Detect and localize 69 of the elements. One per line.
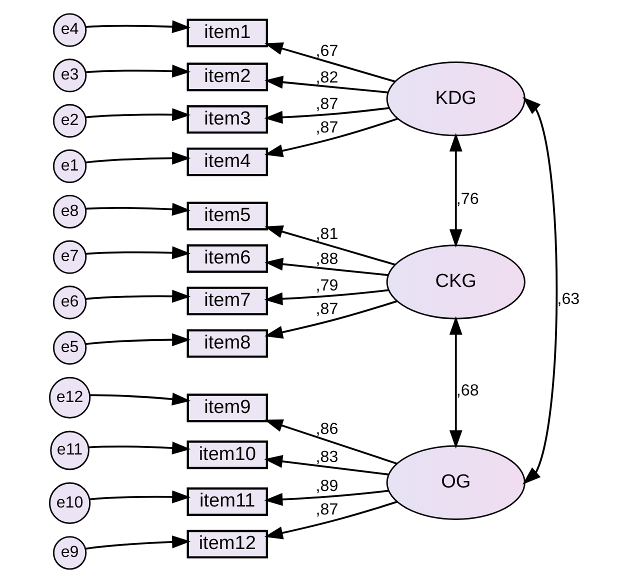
edge-label: ,87 bbox=[316, 94, 338, 113]
node-box: item11 bbox=[186, 487, 268, 516]
arrow bbox=[264, 76, 388, 94]
edge-label: ,63 bbox=[557, 290, 580, 308]
edge-label: ,86 bbox=[316, 420, 338, 438]
edge-label: ,87 bbox=[316, 500, 338, 519]
arrow bbox=[86, 20, 191, 34]
arrow bbox=[264, 289, 389, 306]
node-box: item10 bbox=[186, 440, 268, 470]
arrow bbox=[86, 152, 191, 165]
node-circle: e1 bbox=[52, 149, 87, 184]
arrow bbox=[90, 392, 191, 406]
arrow bbox=[449, 133, 462, 248]
node-box: item5 bbox=[186, 202, 268, 230]
arrow bbox=[264, 118, 398, 158]
edge-label: ,88 bbox=[316, 250, 338, 268]
node-circle: e8 bbox=[52, 194, 87, 229]
node-circle: e3 bbox=[52, 58, 87, 92]
edge-label: ,76 bbox=[456, 190, 479, 208]
arrow bbox=[264, 490, 389, 506]
edge-label: ,87 bbox=[316, 118, 338, 136]
node-circle: e10 bbox=[48, 482, 91, 524]
node-circle: e6 bbox=[52, 286, 87, 320]
node-box: item8 bbox=[186, 329, 268, 358]
arrow bbox=[264, 225, 396, 266]
edge-label: ,82 bbox=[316, 68, 338, 86]
node-box: item7 bbox=[186, 286, 268, 316]
arrow bbox=[86, 290, 191, 303]
arrow bbox=[264, 42, 396, 82]
arrow bbox=[264, 455, 389, 476]
node-circle: e11 bbox=[50, 430, 90, 470]
node-circle: e9 bbox=[52, 536, 87, 570]
arrow bbox=[449, 316, 462, 449]
node-box: item12 bbox=[186, 530, 268, 558]
edge-label: ,87 bbox=[316, 300, 338, 318]
node-box: item6 bbox=[186, 244, 268, 273]
arrow bbox=[264, 419, 398, 464]
node-ellipse: KDG bbox=[386, 62, 526, 136]
arrow bbox=[86, 202, 191, 216]
node-box: item1 bbox=[186, 18, 268, 48]
node-circle: e12 bbox=[48, 376, 91, 419]
arrow bbox=[86, 246, 191, 260]
edge-label: ,81 bbox=[316, 225, 338, 244]
edge-label: ,68 bbox=[456, 381, 479, 400]
node-box: item2 bbox=[186, 62, 268, 92]
edge-label: ,83 bbox=[316, 448, 338, 466]
edge-label: ,79 bbox=[316, 276, 338, 294]
node-circle: e4 bbox=[52, 13, 87, 47]
arrow bbox=[89, 490, 191, 504]
arrow bbox=[88, 442, 191, 454]
arrow bbox=[86, 108, 191, 122]
node-circle: e2 bbox=[52, 104, 87, 138]
edge-label: ,67 bbox=[316, 42, 338, 60]
arrow bbox=[264, 107, 390, 124]
node-ellipse: CKG bbox=[386, 244, 526, 320]
node-circle: e5 bbox=[52, 331, 87, 365]
arrow bbox=[86, 64, 191, 78]
node-box: item4 bbox=[186, 148, 268, 176]
node-box: item9 bbox=[186, 394, 268, 422]
arrow bbox=[264, 500, 398, 540]
node-circle: e7 bbox=[52, 240, 87, 274]
arrow bbox=[264, 258, 388, 276]
arrow bbox=[86, 535, 191, 550]
arrow bbox=[264, 300, 398, 339]
arrow bbox=[86, 333, 191, 346]
arrow bbox=[522, 96, 558, 485]
node-box: item3 bbox=[186, 105, 268, 134]
node-ellipse: OG bbox=[386, 445, 526, 520]
edge-label: ,89 bbox=[316, 477, 338, 496]
